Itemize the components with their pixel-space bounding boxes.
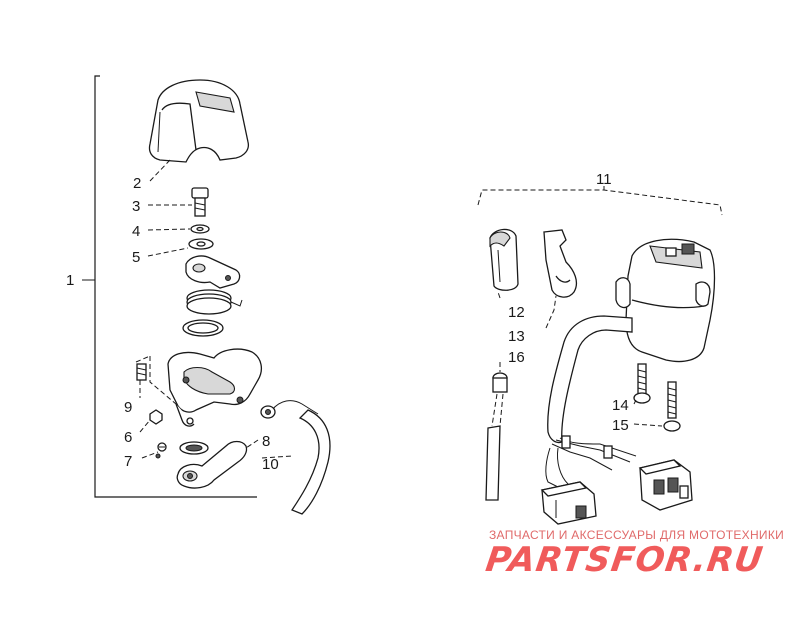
small-screw (155, 442, 167, 459)
callout-11: 11 (596, 171, 612, 188)
callout-8: 8 (262, 433, 270, 450)
flat-washer (188, 238, 214, 250)
watermark-tagline: ЗАПЧАСТИ И АКСЕССУАРЫ ДЛЯ МОТОТЕХНИКИ (489, 528, 785, 542)
leader-4 (147, 228, 191, 231)
leader-2 (149, 159, 171, 182)
switch-housing (615, 238, 716, 363)
throttle-housing (135, 348, 263, 427)
torsion-spring (186, 289, 243, 315)
switch-screw-short (633, 363, 651, 404)
throttle-lever (176, 440, 248, 489)
callout-9: 9 (124, 399, 132, 416)
callout-7: 7 (124, 453, 132, 470)
callout-6: 6 (124, 429, 132, 446)
watermark-logo: PARTSFOR.RU (483, 540, 766, 580)
callout-10: 10 (262, 456, 279, 473)
callout-14: 14 (612, 397, 629, 414)
leader-15 (633, 423, 663, 427)
assembly-bracket (82, 75, 257, 498)
callout-16: 16 (508, 349, 525, 366)
callout-2: 2 (133, 175, 141, 192)
callout-1: 1 (66, 272, 74, 289)
leader-12 (497, 291, 501, 299)
leader-14 (633, 399, 637, 405)
callout-5: 5 (132, 249, 140, 266)
screw (191, 187, 209, 217)
hex-nut (149, 409, 163, 425)
throttle-cable (260, 400, 331, 515)
clamp-band (489, 228, 519, 291)
switch-screw-long (663, 381, 681, 432)
harness-connector-a (540, 481, 597, 525)
callout-15: 15 (612, 417, 629, 434)
leader-10 (261, 455, 293, 459)
lock-washer (190, 224, 210, 234)
callout-3: 3 (132, 198, 140, 215)
throttle-cover (148, 79, 250, 163)
switch-assembly-bracket (477, 186, 723, 216)
leader-7 (141, 451, 159, 459)
callout-13: 13 (508, 328, 525, 345)
leader-8 (245, 439, 259, 449)
callout-12: 12 (508, 304, 525, 321)
throttle-arm (185, 255, 241, 289)
callout-4: 4 (132, 223, 140, 240)
leader-6 (139, 419, 151, 433)
switch-clip (543, 229, 578, 298)
leader-13 (545, 295, 557, 329)
leader-5 (147, 247, 189, 257)
wire-harness (545, 315, 637, 489)
housing-screw (136, 363, 147, 381)
harness-plug (485, 372, 508, 501)
seal-ring (182, 319, 224, 337)
harness-connector-b (638, 459, 693, 511)
